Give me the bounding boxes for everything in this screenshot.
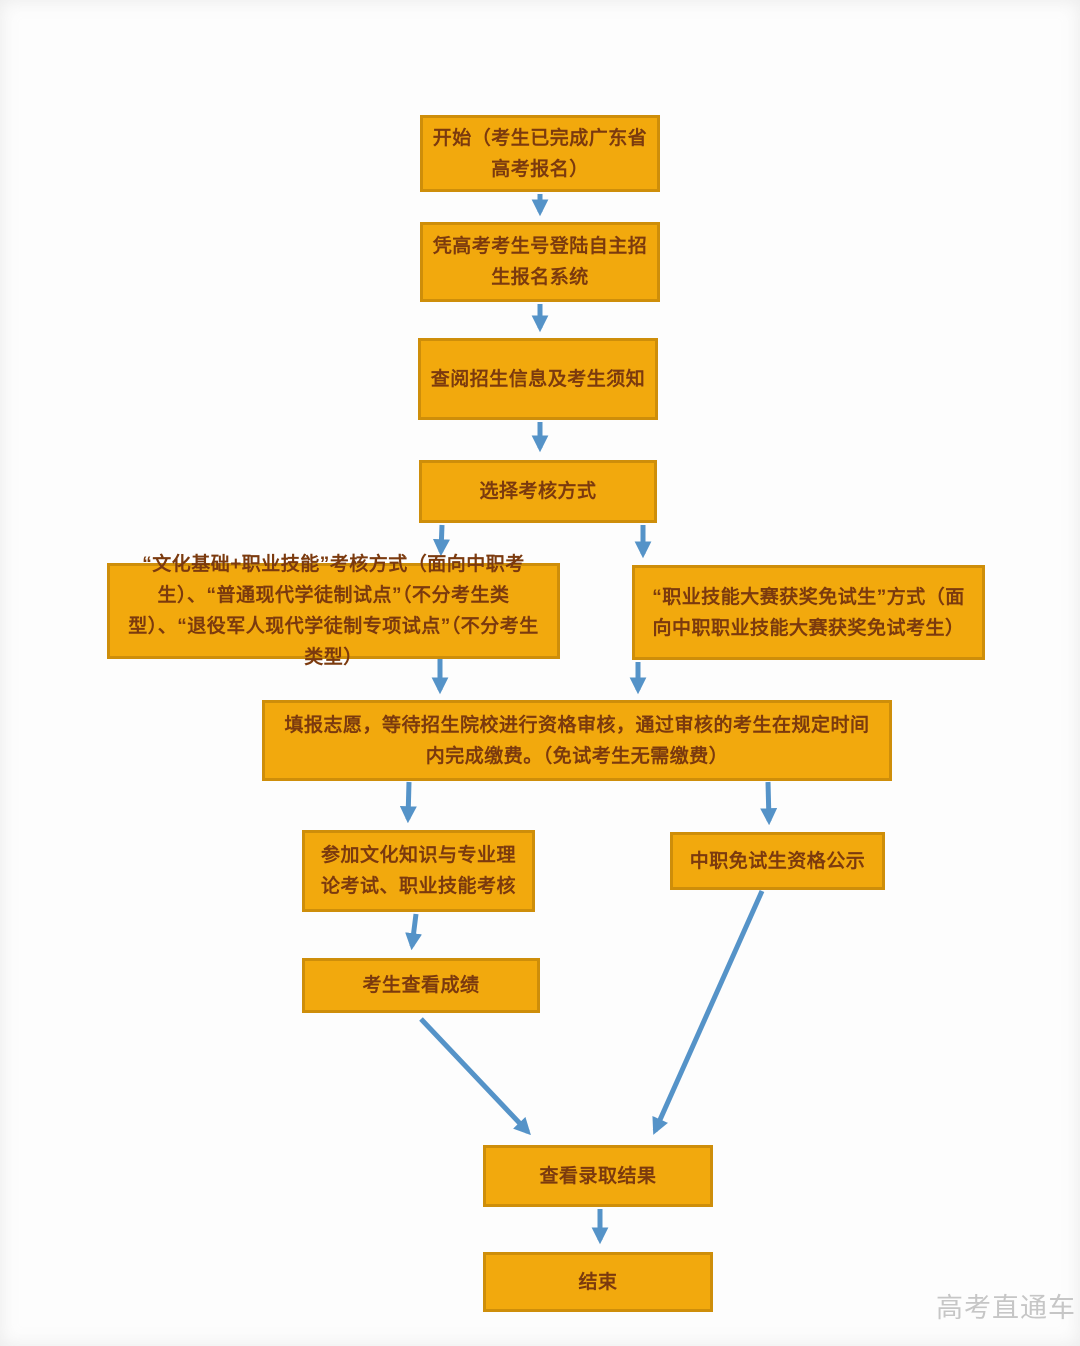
node-check-result: 查看录取结果	[483, 1145, 713, 1207]
node-publicity: 中职免试生资格公示	[670, 832, 885, 890]
arrow-apply-to-exam	[399, 781, 417, 824]
node-start: 开始（考生已完成广东省高考报名）	[420, 115, 660, 192]
arrow-score-to-result	[419, 1017, 531, 1136]
arrow-apply-to-publicity	[760, 781, 778, 826]
arrow-choose-to-method-left	[432, 524, 450, 557]
node-apply-pay: 填报志愿，等待招生院校进行资格审核，通过审核的考生在规定时间内完成缴费。（免试考…	[262, 700, 892, 781]
node-method-exempt: “职业技能大赛获奖免试生”方式（面向中职职业技能大赛获奖免试考生）	[632, 565, 985, 660]
node-read-info: 查阅招生信息及考生须知	[418, 338, 658, 420]
node-take-exam: 参加文化知识与专业理论考试、职业技能考核	[302, 830, 535, 912]
watermark-gaokao-zhitongche: 高考直通车	[936, 1293, 1076, 1323]
node-login: 凭高考考生号登陆自主招生报名系统	[420, 222, 660, 302]
arrow-publicity-to-result	[652, 889, 765, 1135]
node-end: 结束	[483, 1252, 713, 1312]
node-choose-method: 选择考核方式	[419, 460, 657, 523]
node-check-score: 考生查看成绩	[302, 958, 540, 1013]
node-method-culture-skill: “文化基础+职业技能”考核方式（面向中职考生）、“普通现代学徒制试点”（不分考生…	[107, 554, 560, 668]
arrow-exam-to-score	[405, 913, 423, 951]
